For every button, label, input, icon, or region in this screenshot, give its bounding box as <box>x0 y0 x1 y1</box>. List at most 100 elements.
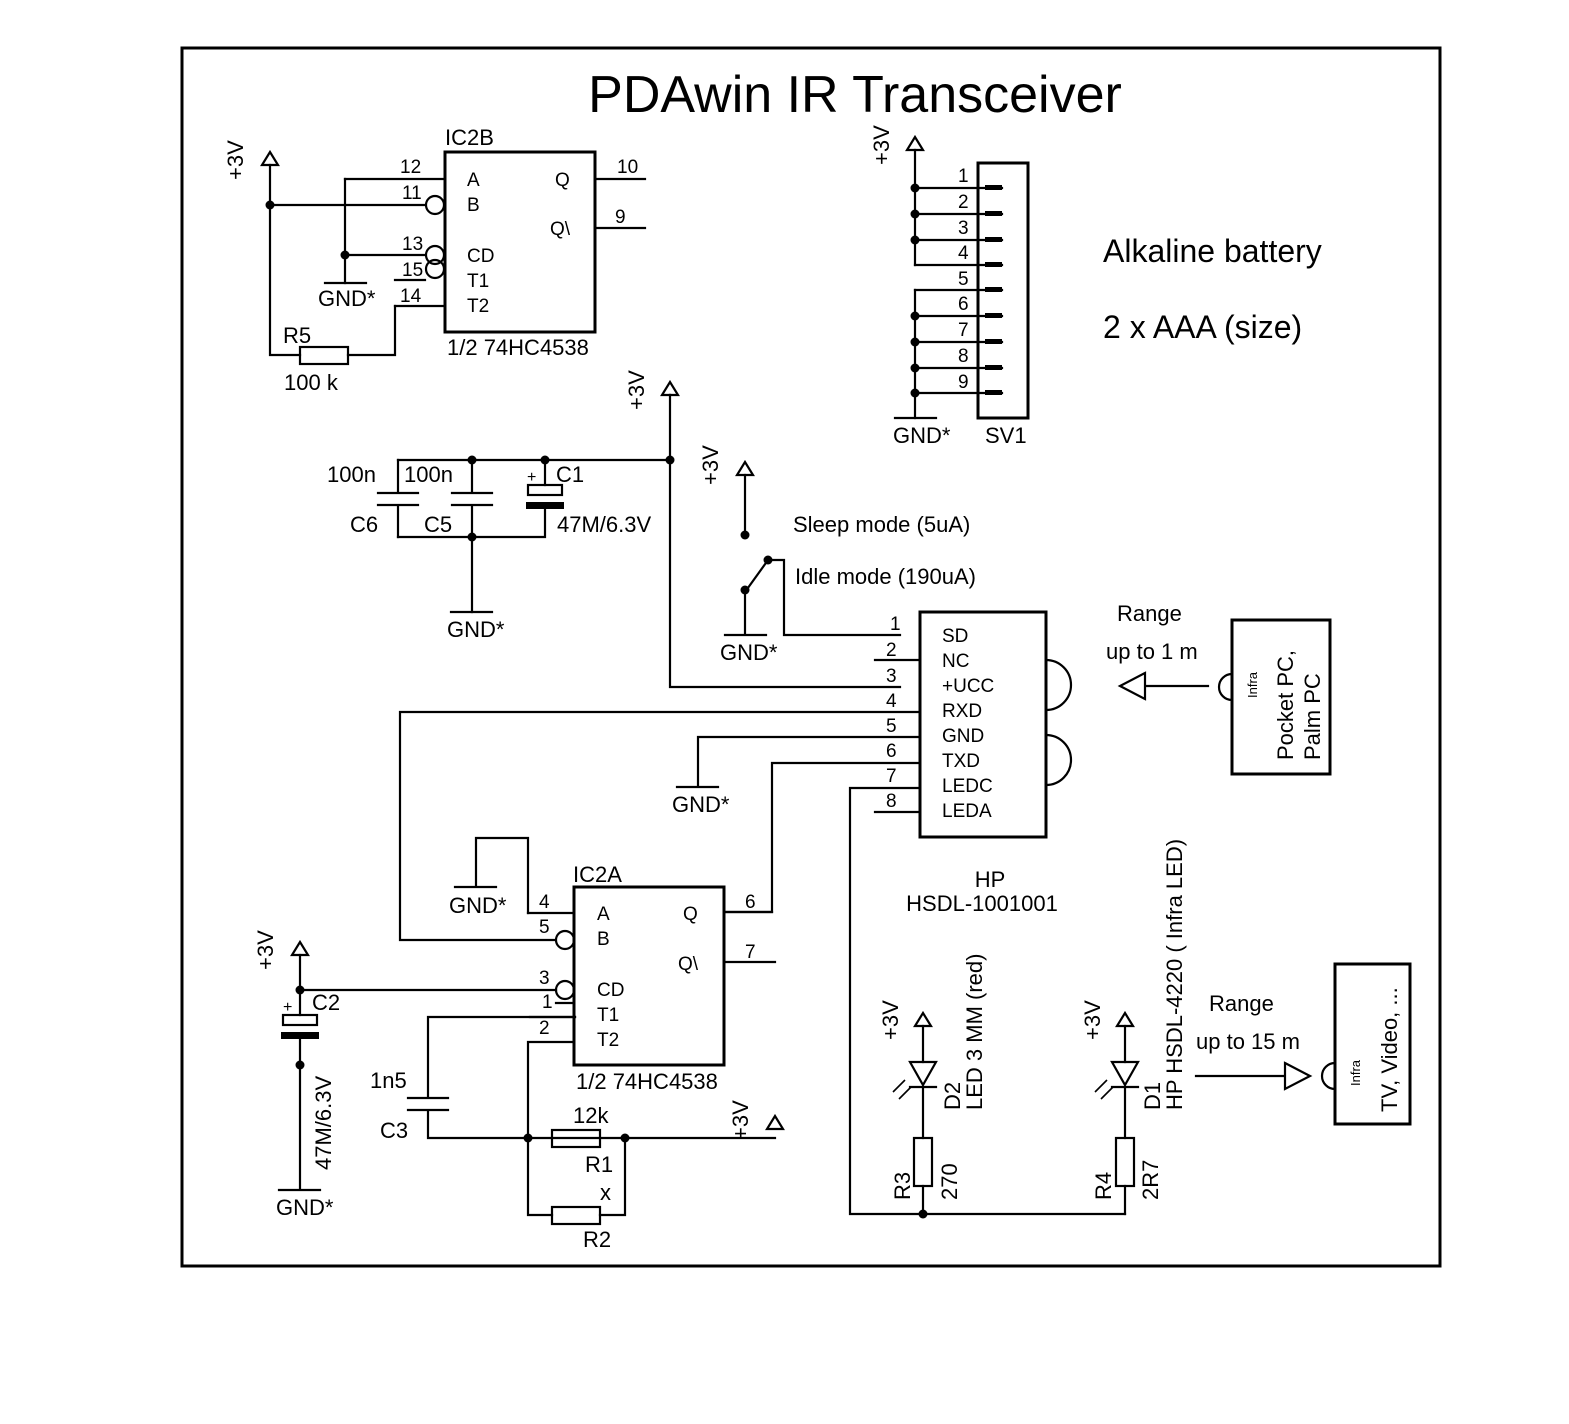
battery-line-1: Alkaline battery <box>1103 233 1322 269</box>
tr-pin-name-ledc: LEDC <box>942 776 993 797</box>
ic2a-pin-num-2: 2 <box>539 1018 550 1039</box>
gnd-label-c2: GND* <box>276 1195 334 1220</box>
ic2a-pin-num-5: 5 <box>539 917 550 938</box>
vcc-label-d2: +3V <box>878 1000 903 1040</box>
gnd-label-switch: GND* <box>720 640 778 665</box>
vcc-label-caps: +3V <box>624 370 649 410</box>
r3-resistor <box>912 1136 934 1188</box>
tr-pin-num-2: 2 <box>886 640 897 661</box>
ic2a-pin-name-a: A <box>597 904 610 925</box>
r5-ref: R5 <box>283 323 311 348</box>
ic2a-pin-name-cd: CD <box>597 980 624 1001</box>
ic2b-wiring: +3V GND* R5 100 k <box>223 140 397 395</box>
vcc-label-r1: +3V <box>728 1100 753 1140</box>
ic2b-bubble-cd <box>424 244 446 266</box>
ic2b-bubble-b <box>424 194 446 216</box>
ic2a-pin-num-6: 6 <box>745 892 756 913</box>
idle-mode-label: Idle mode (190uA) <box>795 564 976 589</box>
decoupling-caps: +3V 100n C6 100n C5 + C1 47M/6.3V GND* <box>327 370 902 689</box>
ic2b-pin-name-q: Q <box>555 170 570 191</box>
r4-ref: R4 <box>1091 1172 1116 1200</box>
ic2a-ref: IC2A <box>573 862 622 887</box>
led-d2-branch: +3V D2 LED 3 MM (red) R3 270 <box>878 954 987 1219</box>
tr-pin-num-4: 4 <box>886 691 897 712</box>
ic2a-pin-name-q: Q <box>683 904 698 925</box>
ic2b-pin-num-14: 14 <box>400 286 422 307</box>
sv1-pin-2: 2 <box>958 192 969 213</box>
ic2a-wiring: GND* +3V + C2 47M/6.3V GND* 1n5 C3 12k R… <box>253 836 785 1252</box>
tv-box <box>1333 962 1412 1126</box>
sv1-pin-4: 4 <box>958 243 969 264</box>
ic2a-part: 1/2 74HC4538 <box>576 1069 718 1094</box>
tr-pin-name-nc: NC <box>942 651 969 672</box>
battery-note: Alkaline battery 2 x AAA (size) <box>1103 233 1322 345</box>
ic2b-pin-num-15: 15 <box>402 260 423 281</box>
tr-pin-num-1: 1 <box>890 614 901 635</box>
ir-transceiver: 1 2 3 4 5 6 7 8 SD NC +UCC RXD GND TXD L… <box>873 610 1073 916</box>
ic2b-pin-name-a: A <box>467 170 480 191</box>
c1-ref: C1 <box>556 462 584 487</box>
battery-line-2: 2 x AAA (size) <box>1103 309 1302 345</box>
tr-pin-name-rxd: RXD <box>942 701 982 722</box>
tv-device: Range up to 15 m Infra TV, Video, ... <box>1194 962 1412 1126</box>
led-d1-branch: +3V D1 HP HSDL-4220 ( Infra LED) R4 2R7 <box>1080 839 1187 1216</box>
ic2b-bubble-t1 <box>424 258 446 280</box>
sv1-pin-1: 1 <box>958 166 969 187</box>
c1-plus: + <box>527 469 536 486</box>
ic2b-pin-num-9: 9 <box>615 207 626 228</box>
ic2a-bubble-cd <box>554 979 576 1001</box>
tv-line1: TV, Video, ... <box>1377 987 1402 1112</box>
transceiver-body <box>918 610 1048 839</box>
ic2a-pin-name-t2: T2 <box>597 1030 619 1051</box>
pda-device: Range up to 1 m Infra Pocket PC, Palm PC <box>1106 601 1332 776</box>
r1-value: 12k <box>573 1103 609 1128</box>
r2-value: x <box>600 1180 611 1205</box>
sv1-pin-7: 7 <box>958 320 969 341</box>
tr-pin-name-txd: TXD <box>942 751 980 772</box>
ic2b-part: 1/2 74HC4538 <box>447 335 589 360</box>
c3-value: 1n5 <box>370 1068 407 1093</box>
sv1-pin-9: 9 <box>958 372 969 393</box>
ic2b-pin-name-qn: Q\ <box>550 219 571 240</box>
pda-box <box>1230 618 1332 776</box>
c5-value: 100n <box>404 462 453 487</box>
ic2b-ref: IC2B <box>445 125 494 150</box>
sv1-pin-5: 5 <box>958 269 969 290</box>
ic2a-pin-num-4: 4 <box>539 892 550 913</box>
sv1-ref: SV1 <box>985 423 1027 448</box>
c3-ref: C3 <box>380 1118 408 1143</box>
vcc-label-c2: +3V <box>253 930 278 970</box>
ic2a-pin-name-qn: Q\ <box>678 954 699 975</box>
r5-value: 100 k <box>284 370 339 395</box>
d2-diode <box>908 1060 938 1089</box>
range1-arrow <box>1117 671 1210 701</box>
range2-arrow <box>1194 1061 1313 1091</box>
gnd-label-ic2b: GND* <box>318 286 376 311</box>
d2-ref: D2 <box>940 1082 965 1110</box>
ic2a-pin-name-t1: T1 <box>597 1005 619 1026</box>
vcc-label-switch: +3V <box>698 445 723 485</box>
sleep-mode-label: Sleep mode (5uA) <box>793 512 970 537</box>
c2-plus: + <box>283 999 292 1016</box>
c5-ref: C5 <box>424 512 452 537</box>
ic2b-pin-name-b: B <box>467 195 480 216</box>
ic2a-body <box>572 885 726 1067</box>
tr-pin-name-ucc: +UCC <box>942 676 994 697</box>
d1-desc: HP HSDL-4220 ( Infra LED) <box>1162 839 1187 1110</box>
r5-resistor <box>298 345 350 366</box>
ic2b-pin-num-11: 11 <box>402 183 422 204</box>
tr-pin-num-3: 3 <box>886 666 897 687</box>
pda-line1: Pocket PC, <box>1273 650 1298 760</box>
range2-line2: up to 15 m <box>1196 1029 1300 1054</box>
sv1-pin-3: 3 <box>958 218 969 239</box>
ic2a-pin-num-7: 7 <box>745 942 756 963</box>
r3-value: 270 <box>937 1163 962 1200</box>
tr-pin-name-leda: LEDA <box>942 801 992 822</box>
vcc-label-d1: +3V <box>1080 1000 1105 1040</box>
ic2a-pin-name-b: B <box>597 929 610 950</box>
ic2b-body <box>443 150 597 334</box>
r3-ref: R3 <box>890 1172 915 1200</box>
sv1-pin-6: 6 <box>958 294 969 315</box>
r1-ref: R1 <box>585 1152 613 1177</box>
